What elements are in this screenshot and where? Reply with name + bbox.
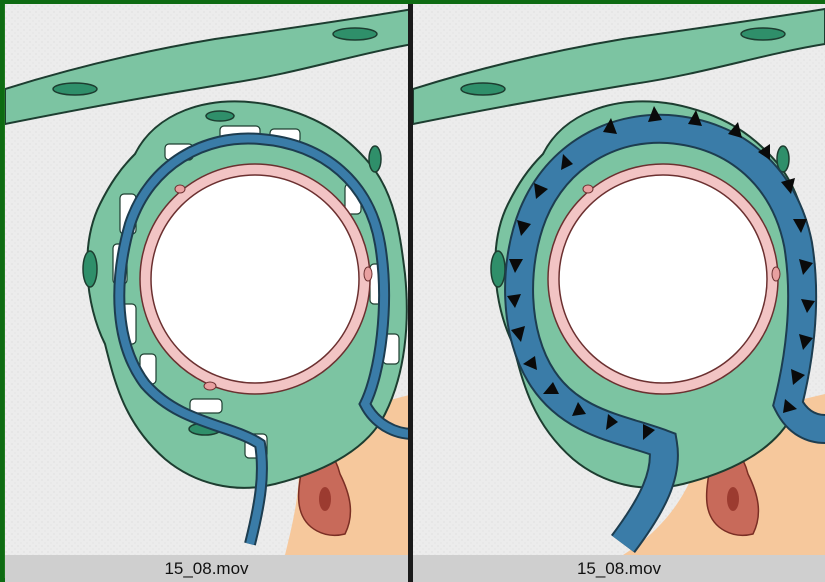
nucleus [741,28,785,40]
lumen [559,175,767,383]
gland-lumen [727,487,739,511]
cell-nucleus-small [364,267,372,281]
nucleus [206,111,234,121]
cell-nucleus-small [772,267,780,281]
nucleus [461,83,505,95]
cell-nucleus-small [175,185,185,193]
nucleus [53,83,97,95]
panel-right [413,4,825,555]
caption-right: 15_08.mov [413,555,825,582]
nucleus [83,251,97,287]
nucleus [369,146,381,172]
nucleus [333,28,377,40]
panel-left [5,4,413,555]
cell-nucleus-small [204,382,216,390]
diagram-left [5,4,413,555]
nucleus [491,251,505,287]
caption-left: 15_08.mov [5,555,408,582]
cell-nucleus-small [583,185,593,193]
diagram-right [413,4,825,555]
lumen [151,175,359,383]
gland-lumen [319,487,331,511]
